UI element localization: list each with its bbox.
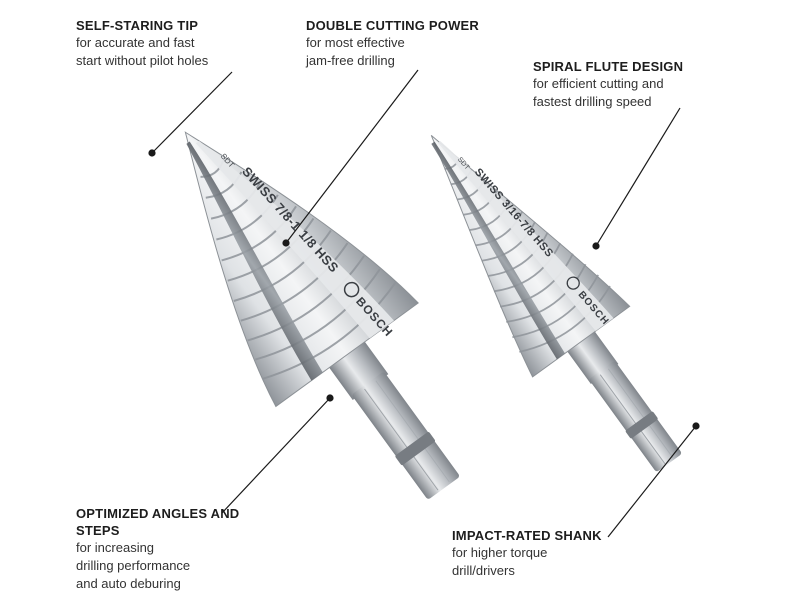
large-bit-cone (184, 131, 419, 408)
callout-title: SPIRAL FLUTE DESIGN (533, 59, 684, 74)
leader-lines (148, 69, 700, 538)
callout-double-cutting-power: DOUBLE CUTTING POWER for most effective … (306, 17, 526, 70)
large-bit-flute (186, 141, 323, 381)
callout-desc-line: and auto deburing (76, 576, 181, 591)
small-bit-logo-icon (566, 276, 580, 290)
callout-impact-rated-shank: IMPACT-RATED SHANK for higher torque dri… (452, 527, 672, 580)
leader-spiral (595, 107, 681, 247)
leader-angles (221, 397, 331, 514)
large-bit-steps (200, 160, 397, 380)
small-bit-flute (431, 141, 565, 360)
callout-optimized-angles: OPTIMIZED ANGLES AND STEPS for increasin… (76, 505, 296, 593)
callout-title: IMPACT-RATED SHANK (452, 528, 602, 543)
callout-title: SELF-STARING TIP (76, 18, 199, 33)
callout-desc-line: for efficient cutting and (533, 76, 664, 91)
callout-desc-line: for accurate and fast (76, 35, 195, 50)
callout-desc-line: start without pilot holes (76, 53, 209, 68)
callout-spiral-flute-design: SPIRAL FLUTE DESIGN for efficient cuttin… (533, 58, 753, 111)
small-bit-shank (567, 331, 682, 472)
callout-desc-line: for higher torque (452, 545, 548, 560)
callout-self-starting-tip: SELF-STARING TIP for accurate and fast s… (76, 17, 296, 70)
large-step-bit: SWISS 7/8-1 1/8 HSS SDT BOSCH (184, 131, 459, 499)
large-bit-shank (329, 341, 459, 499)
leader-shank (607, 425, 697, 538)
callout-desc-line: drilling performance (76, 558, 191, 573)
leader-tip (151, 71, 233, 154)
callout-desc-line: fastest drilling speed (533, 94, 652, 109)
callout-desc-line: for increasing (76, 540, 155, 555)
callout-title: OPTIMIZED ANGLES AND STEPS (76, 506, 240, 538)
callout-desc-line: drill/drivers (452, 563, 515, 578)
large-bit-logo-icon (343, 281, 360, 298)
leader-double (285, 69, 419, 244)
callout-desc-line: for most effective (306, 35, 405, 50)
callout-desc-line: jam-free drilling (306, 53, 395, 68)
callout-title: DOUBLE CUTTING POWER (306, 18, 479, 33)
